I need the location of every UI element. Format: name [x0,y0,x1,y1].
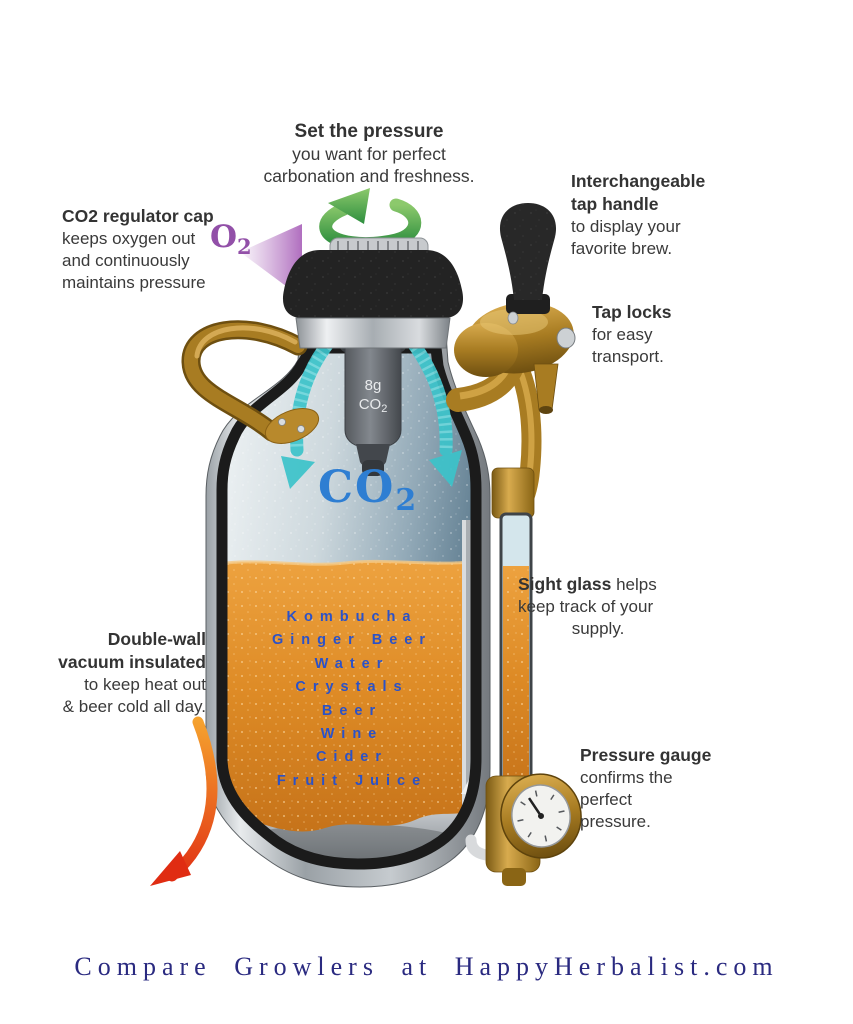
list-item: Cider [315,749,389,766]
tap-handle [499,203,557,314]
co2-gas-label: CO2 [318,462,418,518]
annotation-tap-locks: Tap locks for easy transport. [592,302,672,366]
list-item: Water [314,655,390,672]
o2-beam [240,224,302,298]
annotation-double-wall: Double-wall vacuum insulated to keep hea… [58,629,206,716]
tap-lock-pin [507,311,519,325]
annotation-tap-handle: Interchangeable tap handle to display yo… [571,171,706,258]
rotation-arrow-icon [319,188,422,251]
tap-assembly [446,203,576,414]
beverage-contents-list: Kombucha Ginger Beer Water Crystals Beer… [238,606,466,793]
list-item: Fruit Juice [276,772,428,789]
list-item: Ginger Beer [272,632,432,649]
annotation-sight-glass: Sight glass helps keep track of your sup… [518,574,657,638]
svg-text:8g: 8g [365,377,382,394]
pressure-gauge [485,773,582,886]
liquid [222,559,476,832]
heat-arrow-icon [150,716,218,886]
list-item: Beer [321,702,383,719]
regulator-cap [282,237,464,349]
handle [181,320,320,444]
list-item: Crystals [295,679,409,696]
tap-lock-knob [556,327,576,349]
vacuum-wall [216,342,482,870]
o2-molecule-label: O2 [210,219,252,260]
bottle-body [205,333,491,888]
svg-text:CO2: CO2 [359,396,388,415]
annotation-set-pressure: Set the pressure you want for perfect ca… [263,121,475,186]
list-item: Kombucha [286,609,418,625]
annotation-pressure-gauge: Pressure gauge confirms the perfect pres… [580,745,712,831]
annotation-regulator-cap: CO2 regulator cap keeps oxygen out and c… [62,206,214,292]
sight-glass [465,352,542,862]
list-item: Wine [320,726,384,743]
footer-compare-link[interactable]: Compare Growlers at HappyHerbalist.com [74,952,779,981]
